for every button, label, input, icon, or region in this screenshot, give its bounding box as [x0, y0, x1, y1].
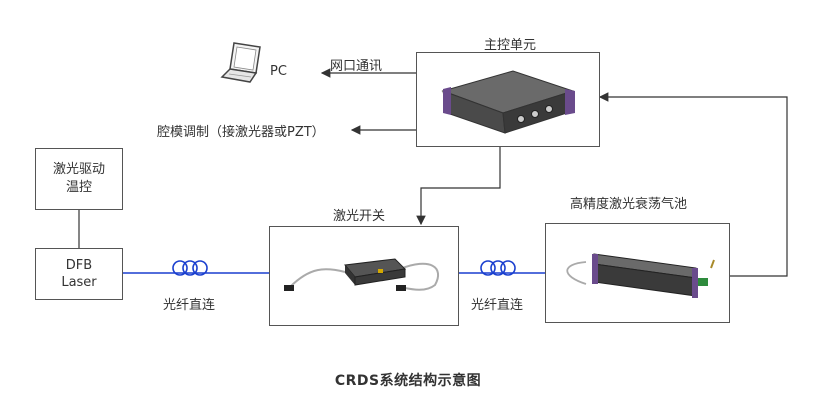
main-control-unit-box — [416, 52, 600, 147]
laser-switch-box — [269, 226, 459, 326]
controller-device-icon — [441, 70, 575, 134]
network-link-label: 网口通讯 — [330, 59, 383, 74]
ring-down-cell-box — [545, 223, 730, 323]
diagram-caption: CRDS系统结构示意图 — [334, 373, 482, 389]
pc-label: PC — [270, 64, 287, 79]
dfb-laser-label-2: Laser — [61, 275, 97, 290]
ring-down-cell-title: 高精度激光衰荡气池 — [570, 197, 688, 212]
arrow-to-laser-switch — [416, 147, 501, 226]
dfb-laser-box: DFB Laser — [35, 248, 123, 300]
fiber-coil-1-icon — [172, 260, 208, 276]
laser-driver-label-1: 激光驱动 — [52, 162, 105, 177]
fiber-link-1-label: 光纤直连 — [163, 298, 216, 313]
laser-driver-label-2: 温控 — [65, 180, 92, 195]
arrow-feedback-to-main — [598, 92, 788, 277]
dfb-laser-label-1: DFB — [65, 258, 93, 273]
fiber-coil-2-icon — [480, 260, 516, 276]
laptop-icon — [220, 42, 261, 83]
fiber-link-2-label: 光纤直连 — [471, 298, 524, 313]
gas-cell-device-icon — [566, 253, 715, 298]
cavity-modulation-label: 腔模调制（接激光器或PZT） — [157, 125, 325, 140]
laser-driver-box: 激光驱动 温控 — [35, 148, 123, 210]
optical-switch-device-icon — [284, 258, 440, 291]
laser-switch-title: 激光开关 — [333, 209, 386, 224]
main-control-unit-title: 主控单元 — [484, 38, 537, 53]
